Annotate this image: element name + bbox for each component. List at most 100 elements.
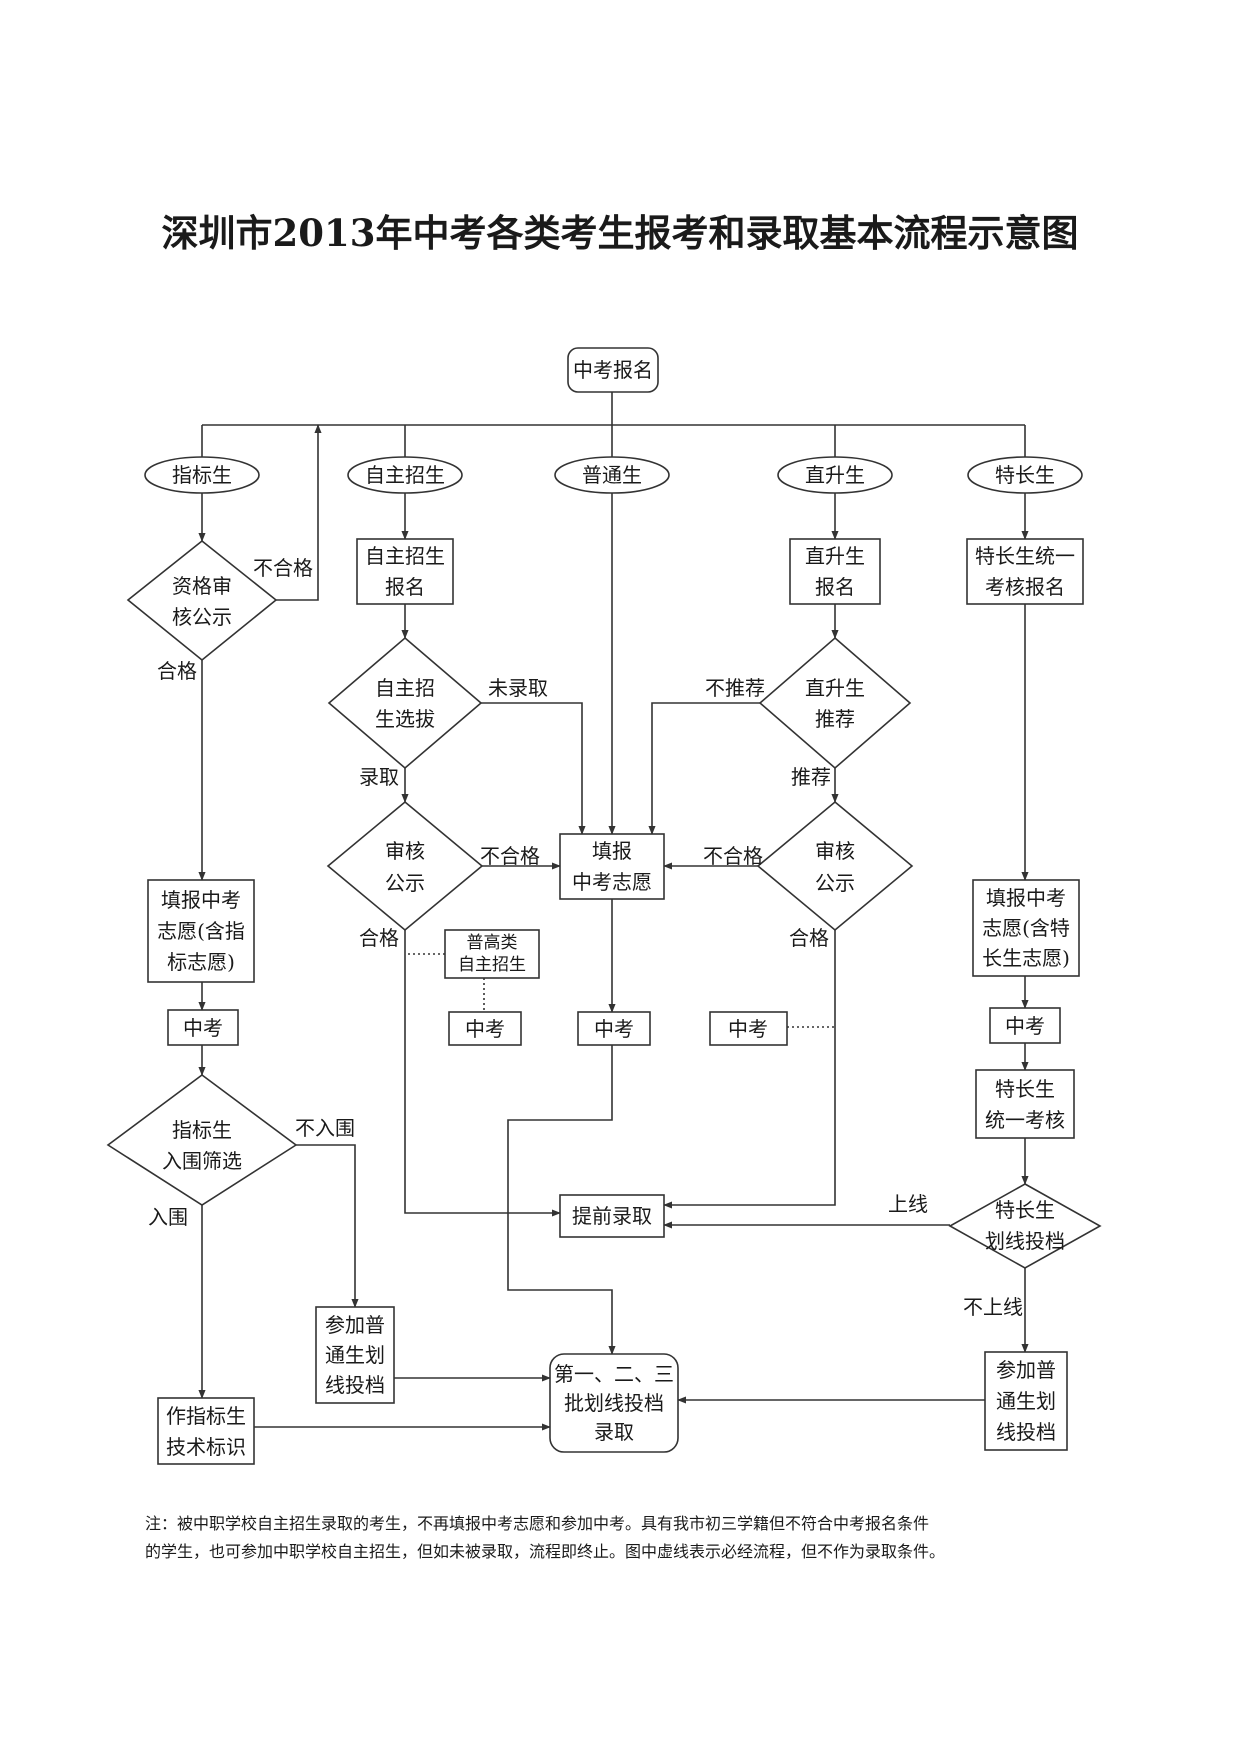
zhisheng-tuijian-diamond (758, 636, 912, 770)
techang-toudang-diamond (948, 1183, 1102, 1269)
canjia-right-box (984, 1351, 1068, 1451)
pugao-box (444, 929, 540, 979)
piluqu-box (549, 1353, 679, 1453)
techang-label: 特长生 (995, 463, 1055, 487)
edge-label-bushangxian: 不上线 (963, 1295, 1023, 1319)
zhibiao-shaixuan-label-2: 入围筛选 (162, 1149, 242, 1173)
canjia-right-label-2: 通生划 (996, 1389, 1056, 1413)
page-title: 深圳市2013年中考各类考生报考和录取基本流程示意图 (161, 211, 1079, 255)
zuo-biaoshi-label-2: 技术标识 (166, 1435, 246, 1459)
canjia-right-label-3: 线投档 (996, 1420, 1056, 1444)
zhongkao-label-1: 中考 (183, 1016, 223, 1040)
edge-label-buhege-3: 不合格 (703, 844, 763, 868)
zhongkao-box-5 (989, 1007, 1061, 1044)
zhongkao-label-3: 中考 (594, 1017, 634, 1041)
tianbao-left-label-2: 志愿(含指 (157, 919, 245, 943)
start-node (567, 347, 659, 393)
zhongkao-label-5: 中考 (1005, 1014, 1045, 1038)
zhisheng-baoming-label-2: 报名 (815, 575, 855, 599)
techang-kaohe-label-2: 统一考核 (985, 1108, 1065, 1132)
canjia-left-label-1: 参加普 (325, 1313, 385, 1337)
zhisheng-tuijian-label-2: 推荐 (815, 707, 855, 731)
tianbao-center-label-1: 填报 (592, 839, 632, 863)
shenhe-left-diamond (326, 800, 484, 932)
start-label: 中考报名 (573, 358, 653, 382)
pugao-label-2: 自主招生 (458, 955, 526, 975)
edge-label-hege-3: 合格 (789, 926, 829, 950)
shenhe-left-label-1: 审核 (385, 839, 425, 863)
tianbao-right-label-3: 长生志愿) (982, 946, 1070, 970)
shenhe-right-label-2: 公示 (815, 871, 855, 895)
edge-label-buhege-1: 不合格 (253, 556, 313, 580)
edge-label-hege-1: 合格 (157, 659, 197, 683)
zhisheng-baoming-box (789, 538, 881, 605)
zuo-biaoshi-box (157, 1397, 255, 1465)
techang-baoming-label-1: 特长生统一 (975, 544, 1075, 568)
tianbao-left-label-3: 标志愿) (167, 950, 235, 974)
zizhu-xuanba-diamond (327, 636, 483, 770)
edge-label-tuijian: 推荐 (791, 765, 831, 789)
zige-label-1: 资格审 (172, 574, 232, 598)
tiqian-label: 提前录取 (572, 1204, 652, 1228)
zige-label-2: 核公示 (172, 605, 232, 629)
shenhe-right-diamond (756, 800, 914, 932)
tiqian-box (559, 1194, 665, 1238)
techang-baoming-label-2: 考核报名 (985, 575, 1065, 599)
canjia-left-label-2: 通生划 (325, 1343, 385, 1367)
techang-baoming-box (966, 538, 1084, 605)
zhibiao-shaixuan-diamond (106, 1074, 298, 1206)
shenhe-right-label-1: 审核 (815, 839, 855, 863)
tianbao-left-box (147, 879, 255, 983)
tianbao-center-box (559, 833, 665, 900)
footnote-line-1: 注：被中职学校自主招生录取的考生，不再填报中考志愿和参加中考。具有我市初三学籍但… (145, 1514, 930, 1533)
edge-label-hege-2: 合格 (359, 926, 399, 950)
tianbao-left-label-1: 填报中考 (161, 888, 241, 912)
shenhe-left-label-2: 公示 (385, 871, 425, 895)
zizhu-baoming-box (356, 538, 454, 605)
putong-label: 普通生 (582, 463, 642, 487)
zuo-biaoshi-label-1: 作指标生 (166, 1404, 246, 1428)
zizhu-baoming-label-2: 报名 (385, 575, 425, 599)
tianbao-center-label-2: 中考志愿 (572, 870, 652, 894)
techang-toudang-label-2: 划线投档 (985, 1229, 1065, 1253)
zhibiao-node (144, 456, 260, 494)
zhisheng-node (777, 456, 893, 494)
zige-diamond (126, 539, 278, 662)
footnote-line-2: 的学生，也可参加中职学校自主招生，但如未被录取，流程即终止。图中虚线表示必经流程… (145, 1542, 946, 1561)
zhisheng-label: 直升生 (805, 463, 865, 487)
zhisheng-baoming-label-1: 直升生 (805, 544, 865, 568)
canjia-left-box (315, 1306, 395, 1404)
piluqu-label-3: 录取 (594, 1420, 634, 1444)
zhongkao-box-3 (577, 1011, 651, 1046)
canjia-right-label-1: 参加普 (996, 1358, 1056, 1382)
edge-label-buhege-2: 不合格 (480, 844, 540, 868)
tianbao-right-box (972, 879, 1080, 977)
pugao-label-1: 普高类 (467, 933, 518, 953)
edge-label-butuijian: 不推荐 (705, 676, 765, 700)
zizhu-node (347, 456, 463, 494)
zhongkao-box-4 (709, 1011, 788, 1046)
zhisheng-tuijian-label-1: 直升生 (805, 676, 865, 700)
edge-label-buruwei: 不入围 (295, 1116, 355, 1140)
zizhu-xuanba-label-2: 生选拔 (375, 707, 435, 731)
edge-label-luqu: 录取 (359, 765, 399, 789)
zhongkao-box-1 (167, 1009, 239, 1046)
putong-node (554, 456, 670, 494)
zhibiao-label: 指标生 (172, 463, 232, 487)
canjia-left-label-3: 线投档 (325, 1373, 385, 1397)
piluqu-label-1: 第一、二、三 (554, 1362, 674, 1386)
techang-kaohe-label-1: 特长生 (995, 1077, 1055, 1101)
zhongkao-label-4: 中考 (728, 1017, 768, 1041)
zizhu-baoming-label-1: 自主招生 (365, 544, 445, 568)
tianbao-right-label-2: 志愿(含特 (982, 916, 1070, 940)
tianbao-right-label-1: 填报中考 (986, 886, 1066, 910)
zhongkao-box-2 (448, 1011, 522, 1046)
zhongkao-label-2: 中考 (465, 1017, 505, 1041)
techang-node (967, 456, 1083, 494)
zhibiao-shaixuan-label-1: 指标生 (172, 1118, 232, 1142)
zizhu-label: 自主招生 (365, 463, 445, 487)
techang-toudang-label-1: 特长生 (995, 1198, 1055, 1222)
piluqu-label-2: 批划线投档 (564, 1391, 664, 1415)
edge-label-ruwei: 入围 (148, 1205, 188, 1229)
